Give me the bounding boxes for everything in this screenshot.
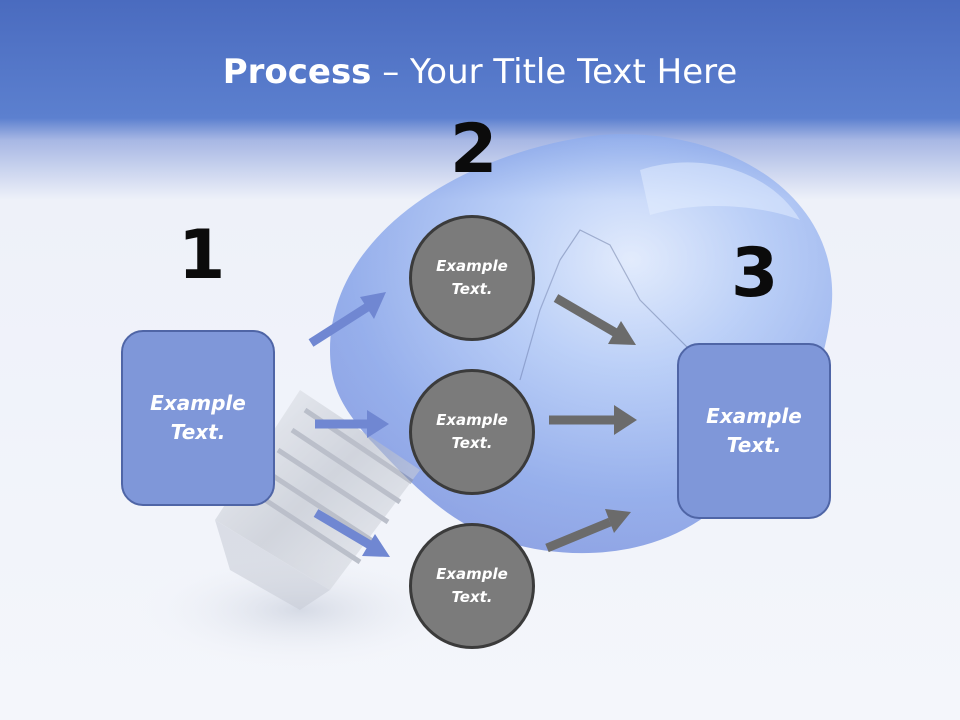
step-circle-2-text: Example Text. [436, 411, 508, 452]
step-number-1: 1 [178, 216, 226, 295]
step-box-1-text: Example Text. [150, 391, 246, 444]
slide-title: Process – Your Title Text Here [0, 52, 960, 92]
arrow-circle2-to-box3 [549, 405, 637, 435]
step-circle-3-text: Example Text. [436, 565, 508, 606]
step-box-3: Example Text. [677, 343, 831, 519]
step-circle-3: Example Text. [409, 523, 535, 649]
title-rest: – Your Title Text Here [371, 52, 738, 92]
step-box-3-text: Example Text. [706, 404, 802, 457]
title-bold: Process [222, 52, 372, 92]
step-box-1: Example Text. [121, 330, 275, 506]
step-number-3: 3 [731, 234, 779, 313]
arrow-circle1-to-box3 [553, 294, 636, 345]
arrow-box1-to-circle2 [315, 410, 389, 438]
step-circle-1: Example Text. [409, 215, 535, 341]
step-number-2: 2 [450, 110, 498, 189]
arrow-box1-to-circle3 [313, 509, 390, 557]
arrow-circle3-to-box3 [545, 509, 631, 553]
step-circle-1-text: Example Text. [436, 257, 508, 298]
step-circle-2: Example Text. [409, 369, 535, 495]
arrow-box1-to-circle1 [308, 292, 386, 347]
